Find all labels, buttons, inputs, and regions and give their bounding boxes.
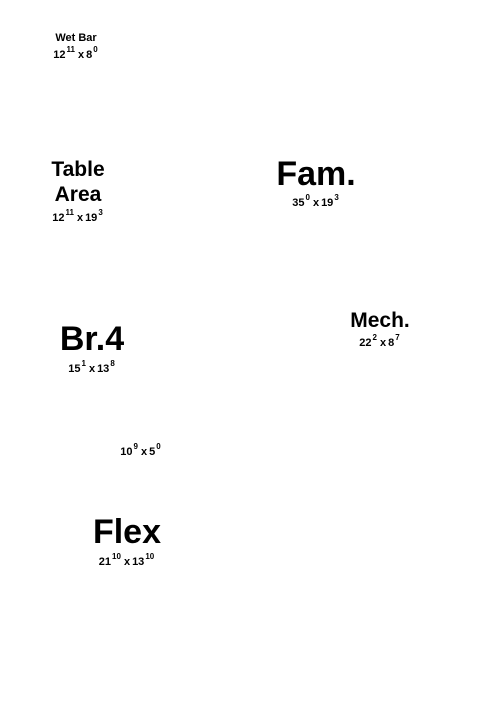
dim-length: 13 — [97, 363, 110, 375]
dim-width-inches: 1 — [81, 359, 86, 368]
dim-separator: x — [76, 212, 84, 224]
dim-length: 19 — [321, 197, 334, 209]
dim-width: 21 — [98, 556, 112, 568]
dim-length: 13 — [132, 556, 145, 568]
dim-length: 19 — [85, 212, 98, 224]
dim-width-inches: 2 — [372, 333, 377, 342]
dim-width-inches: 11 — [65, 208, 74, 217]
room-name: Wet Bar — [55, 32, 97, 44]
dim-width-inches: 10 — [112, 552, 121, 561]
room-name: Flex — [92, 513, 162, 551]
dim-length-inches: 0 — [156, 442, 161, 451]
dim-length-inches: 3 — [334, 193, 339, 202]
dim-separator: x — [312, 197, 320, 209]
dim-width: 22 — [359, 337, 372, 349]
room-name: Fam. — [276, 155, 356, 193]
dim-separator: x — [123, 556, 131, 568]
dim-width: 12 — [53, 49, 66, 61]
dim-length-inches: 3 — [98, 208, 103, 217]
dim-separator: x — [141, 446, 148, 458]
room-name-line-2: Area — [54, 183, 102, 206]
dim-width: 10 — [120, 446, 133, 458]
dim-width-inches: 11 — [66, 45, 75, 54]
dim-length: 8 — [86, 49, 93, 61]
dim-length-inches: 8 — [110, 359, 115, 368]
dim-width-inches: 0 — [305, 193, 310, 202]
dim-length-inches: 0 — [93, 45, 98, 54]
dim-length-inches: 10 — [145, 552, 155, 561]
dim-length: 8 — [388, 337, 395, 349]
room-name: Br.4 — [59, 320, 125, 358]
dim-separator: x — [380, 337, 387, 349]
dim-width-inches: 9 — [133, 442, 138, 451]
dim-width: 15 — [68, 363, 81, 375]
room-name: Mech. — [350, 309, 410, 332]
room-name-line-1: Table — [51, 158, 105, 181]
dim-width: 35 — [292, 197, 305, 209]
dim-separator: x — [88, 363, 96, 375]
dim-width: 12 — [52, 212, 65, 224]
dim-length-inches: 7 — [395, 333, 400, 342]
dim-length: 5 — [149, 446, 156, 458]
dim-separator: x — [78, 49, 85, 61]
